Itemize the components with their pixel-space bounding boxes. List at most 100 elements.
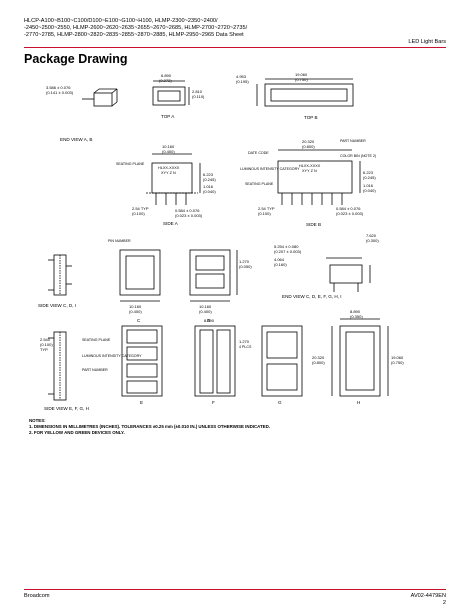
dim-text: (0.023 ± 0.003) [175,213,203,218]
label-side-b: SIDE B [306,222,321,227]
dim-text: (0.100) [258,211,271,216]
top-b-drawing [256,78,354,107]
dim-text: (0.050) [239,264,252,269]
dim-text: (0.750) [391,360,404,365]
section-title: Package Drawing [24,52,128,66]
dim-text: (0.040) [203,189,216,194]
dim-text: (0.400) [129,309,142,314]
label-date-code: DATE CODE [248,151,269,155]
label-top-b: TOP B [304,115,318,120]
label-four-places: 4 PLCS [239,345,252,349]
dim-text: 20.320 [312,355,325,360]
dim-text: (0.023 ± 0.003) [336,211,364,216]
header-title-line: -2450~2500~2550, HLMP-2600~2620~2635~265… [24,25,248,31]
dim-text: 2.54 TYP [132,206,149,211]
dim-text: TYP. [40,347,48,352]
led-isometric-drawing [82,88,118,107]
label-seating-plane: SEATING PLANE [82,338,111,342]
label-part-number: PART NUMBER [340,139,366,143]
dim-text: (0.800) [312,360,325,365]
package-d-drawing [189,249,238,302]
dim-text: 6.890 [161,73,172,78]
dim-text: 8.890 [204,318,215,323]
dim-text: 2.540 [40,337,51,342]
dim-text: 20.320 [302,139,315,144]
dim-text: 10.160 [199,304,212,309]
label-h: H [357,400,360,405]
dim-text: (0.040) [363,188,376,193]
package-c-drawing [119,249,161,302]
dim-text: (0.100) [132,211,145,216]
label-side-view-cdi: SIDE VIEW C, D, I [38,303,76,308]
label-part-number: PART NUMBER [82,368,108,372]
dim-text: (0.141 ± 0.003) [46,90,74,95]
part-number-text: HLXX-XXXX [299,164,321,168]
dim-text: (0.160) [274,262,287,267]
dim-text: 1.016 [363,183,374,188]
header-category: LED Light Bars [408,39,446,45]
end-view-cdefghi-drawing [326,257,371,292]
dim-text: 5.254 ± 0.080 [274,244,299,249]
label-side-a: SIDE A [163,221,179,226]
label-seating-plane: SEATING PLANE [245,182,274,186]
dim-text: 10.160 [162,144,175,149]
label-e: E [140,400,143,405]
label-color-bin: COLOR BIN (NOTE 2) [340,154,376,158]
dim-text: 4.064 [274,257,285,262]
dim-text: (0.400) [162,149,175,154]
note-2: 2. FOR YELLOW AND GREEN DEVICES ONLY. [29,430,125,435]
dim-text: (0.800) [302,144,315,149]
dim-text: 2.54 TYP [258,206,275,211]
dim-text: 0.584 ± 0.076 [336,206,361,211]
dim-text: (0.245) [363,175,376,180]
note-1: 1. DIMENSIONS IN MILLIMETRES (INCHES). T… [29,424,270,429]
dim-text: 19.060 [295,72,308,77]
header-title-line: -2770~2785, HLMP-2800~2820~2835~2855~287… [24,32,244,38]
package-h-drawing [331,318,389,397]
dim-text: (0.400) [199,309,212,314]
label-end-view-cdefghi: END VIEW C, D, E, F, G, H, I [282,294,341,299]
side-view-efgh-drawing [48,331,67,401]
package-g-drawing [261,325,303,397]
label-f: F [212,400,215,405]
dim-text: (0.300) [366,238,379,243]
top-a-drawing [152,80,190,106]
dim-text: 6.223 [203,172,214,177]
dim-text: 1.270 [239,259,250,264]
label-side-view-efgh: SIDE VIEW E, F, G, H [44,406,89,411]
footer-right: AV02-4479EN 2 [411,593,446,607]
side-b-drawing [277,149,361,205]
label-luminous: LUMINOUS INTENSITY CATEGORY [240,167,300,171]
footer-page-number: 2 [442,600,446,606]
dim-text: 6.223 [363,170,374,175]
header-title-line: HLCP-A100~B100~C100/D100~E100~G100~H100,… [24,18,218,24]
dim-text: 1.270 [239,339,250,344]
notes-heading: NOTES: [29,418,46,423]
notes: NOTES: 1. DIMENSIONS IN MILLIMETRES (INC… [29,418,270,436]
part-number-text: HLXX-XXXX [158,166,180,170]
dim-text: 8.890 [350,309,361,314]
label-seating-plane: SEATING PLANE [116,162,145,166]
dim-text: 3.586 ± 0.076 [46,85,71,90]
dim-text: 4.953 [236,74,247,79]
label-end-view-ab: END VIEW A, B [60,137,92,142]
dim-text: (0.245) [203,177,216,182]
dim-text: (0.207 ± 0.003) [274,249,302,254]
label-pin-number: PIN NUMBER [108,239,131,243]
package-f-drawing [194,325,236,397]
label-top-a: TOP A [161,114,175,119]
footer-rule [24,589,446,590]
label-d: D [207,318,211,323]
dim-text: 1.016 [203,184,214,189]
dim-text: (0.750) [295,77,308,82]
dim-text: (0.350) [350,314,363,319]
date-code-text: XYY Z N [302,169,317,173]
label-c: C [137,318,141,323]
label-luminous: LUMINOUS INTENSITY CATEGORY [82,354,142,358]
footer-doc-id: AV02-4479EN [410,593,446,599]
footer-company: Broadcom [24,593,50,599]
dim-text: (0.272) [159,78,172,83]
side-a-drawing [146,153,201,205]
side-view-cdi-drawing [48,254,72,296]
dim-text: 2.810 [192,89,203,94]
